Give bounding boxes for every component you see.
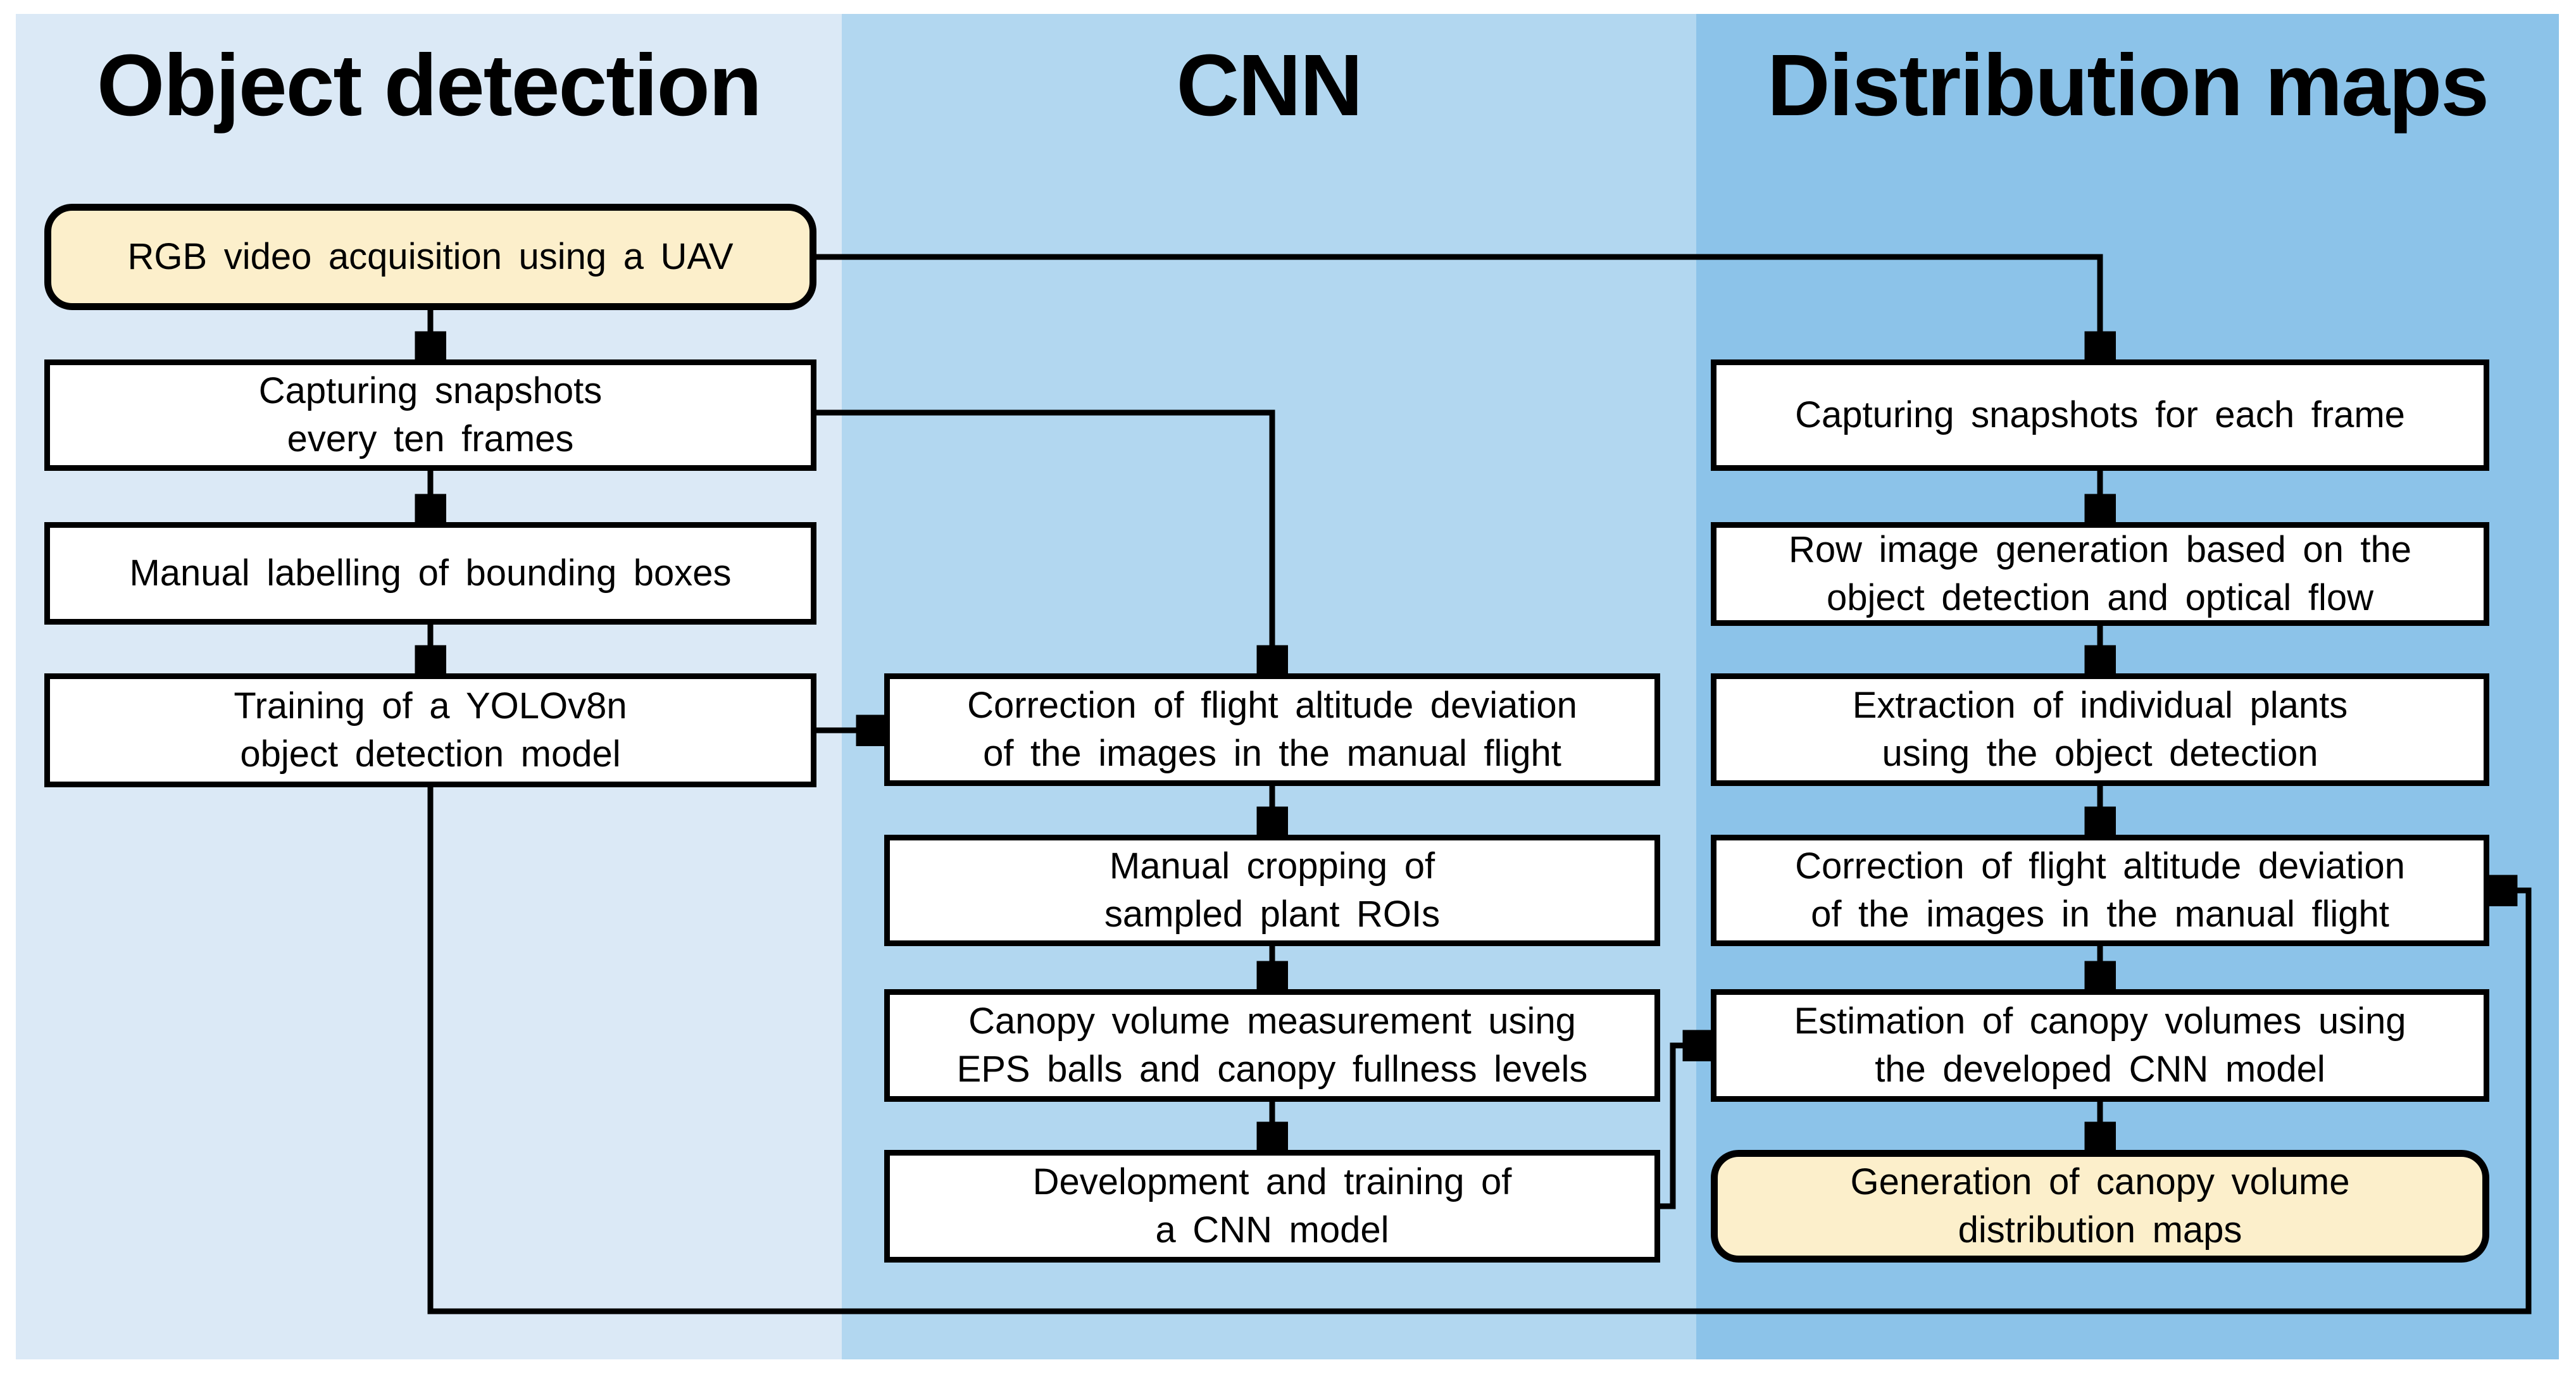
node-manual-cropping-rois: Manual cropping of sampled plant ROIs [884,835,1660,946]
node-label-line: Capturing snapshots [258,370,603,411]
node-label-line: a CNN model [1155,1209,1389,1251]
node-correction-altitude-manual: Correction of flight altitude deviation … [884,673,1660,786]
edge-yolo-to-correction-distribution [427,787,2532,1314]
node-development-training-cnn: Development and training of a CNN model [884,1150,1660,1263]
node-label-line: Development and training of [1032,1161,1512,1202]
node-label-line: using the object detection [1882,733,2318,774]
node-label-line: Row image generation based on the [1788,529,2412,570]
node-manual-labelling: Manual labelling of bounding boxes [44,522,816,625]
edge-development-to-estimation [1660,1045,1711,1209]
edge-capturing-ten-to-correction-cnn [816,409,1272,673]
node-label-line: object detection and optical flow [1827,577,2373,618]
node-canopy-volume-measurement: Canopy volume measurement using EPS ball… [884,989,1660,1102]
node-label-line: RGB video acquisition using a UAV [127,236,734,277]
node-correction-altitude-distribution: Correction of flight altitude deviation … [1711,835,2489,946]
node-label-line: of the images in the manual flight [983,733,1561,774]
node-label-line: Extraction of individual plants [1852,685,2348,726]
node-label-line: sampled plant ROIs [1104,894,1441,935]
node-label-line: of the images in the manual flight [1811,894,2389,935]
node-label-line: Training of a YOLOv8n [234,685,627,727]
node-label-line: Correction of flight altitude deviation [1795,845,2405,887]
node-label-line: the developed CNN model [1875,1049,2325,1090]
node-label-line: Manual labelling of bounding boxes [129,552,732,594]
node-label-line: distribution maps [1958,1209,2242,1251]
node-label-line: object detection model [240,733,621,775]
node-label-line: Canopy volume measurement using [968,1001,1576,1042]
node-row-image-generation: Row image generation based on the object… [1711,522,2489,626]
node-training-yolov8n: Training of a YOLOv8n object detection m… [44,673,816,787]
node-label-line: Correction of flight altitude deviation [967,685,1577,726]
node-label-line: Estimation of canopy volumes using [1794,1001,2406,1042]
node-label-line: Manual cropping of [1109,845,1435,887]
column-header-distribution-maps: Distribution maps [1766,36,2489,134]
node-generation-distribution-maps: Generation of canopy volume distribution… [1711,1150,2489,1263]
node-capturing-snapshots-each-frame: Capturing snapshots for each frame [1711,359,2489,471]
node-estimation-canopy-volumes: Estimation of canopy volumes using the d… [1711,989,2489,1102]
node-rgb-video-acquisition: RGB video acquisition using a UAV [44,204,816,310]
edge-rgb-to-capturing-frame [816,254,2100,359]
node-extraction-individual-plants: Extraction of individual plants using th… [1711,673,2489,786]
node-label-line: Capturing snapshots for each frame [1795,394,2405,435]
node-label-line: Generation of canopy volume [1850,1161,2350,1202]
node-label-line: every ten frames [287,418,574,459]
node-label-line: EPS balls and canopy fullness levels [956,1049,1588,1090]
node-capturing-snapshots-ten-frames: Capturing snapshots every ten frames [44,359,816,471]
column-header-object-detection: Object detection [96,36,762,134]
column-header-cnn: CNN [1176,36,1363,134]
